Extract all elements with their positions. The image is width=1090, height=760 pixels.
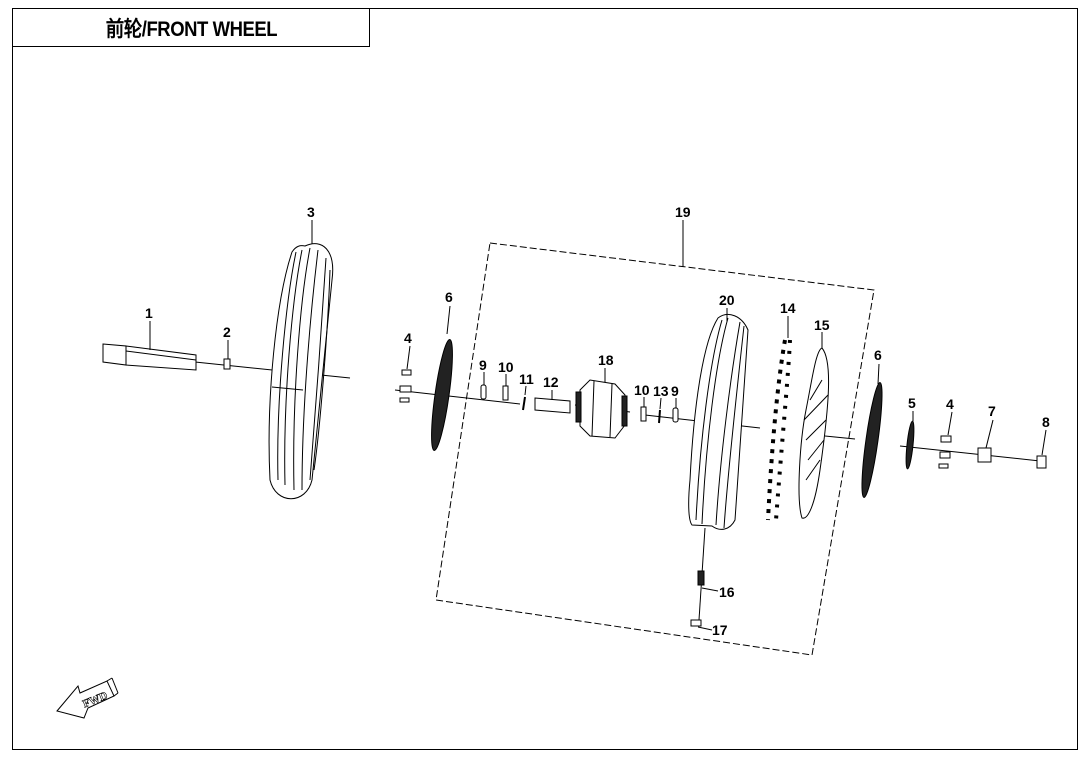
callout-13: 13 — [653, 383, 669, 399]
leader-11 — [524, 385, 527, 396]
callout-6-right: 6 — [874, 347, 882, 363]
part-6-brake-disc-right[interactable] — [858, 382, 886, 499]
callout-12: 12 — [543, 374, 559, 390]
fwd-arrow-icon: FWD — [56, 677, 119, 719]
part-15-spoke-set[interactable] — [798, 347, 830, 519]
part-9-seal-right[interactable] — [672, 407, 679, 423]
callout-11: 11 — [519, 371, 534, 387]
axis-line-right — [899, 445, 1041, 462]
leader-8 — [1041, 429, 1047, 456]
callout-4-left: 4 — [404, 330, 412, 346]
callout-1: 1 — [145, 305, 153, 321]
part-5-sensor-ring[interactable] — [905, 420, 916, 470]
leader-7 — [985, 419, 994, 449]
callout-3: 3 — [307, 204, 315, 220]
part-20-rim[interactable] — [688, 314, 749, 530]
leader-4-right — [947, 411, 953, 436]
callout-7: 7 — [988, 403, 996, 419]
part-9-seal-left[interactable] — [480, 384, 487, 400]
part-6-brake-disc-left[interactable] — [427, 339, 456, 452]
part-18-hub[interactable] — [575, 379, 628, 439]
page-title: 前轮/FRONT WHEEL — [105, 17, 277, 41]
axis-line-sprocket — [824, 435, 856, 440]
leader-6-right — [877, 363, 880, 385]
part-14-spokes[interactable] — [766, 339, 792, 521]
drawing-frame — [12, 8, 1078, 750]
part-11-circlip[interactable] — [522, 396, 526, 411]
callout-16: 16 — [719, 584, 735, 600]
leader-4-left — [406, 345, 411, 370]
callout-10-left: 10 — [498, 359, 514, 375]
part-7-collar[interactable] — [977, 447, 992, 463]
callout-15: 15 — [814, 317, 830, 333]
callout-10-right: 10 — [634, 382, 650, 398]
callout-18: 18 — [598, 352, 614, 368]
part-1-axle[interactable] — [102, 343, 197, 371]
title-box: 前轮/FRONT WHEEL — [12, 8, 370, 47]
callout-14: 14 — [780, 300, 796, 316]
part-13-circlip[interactable] — [658, 409, 661, 424]
callout-5: 5 — [908, 395, 916, 411]
callout-20: 20 — [719, 292, 735, 308]
part-10-bearing-left[interactable] — [502, 385, 509, 401]
callout-8: 8 — [1042, 414, 1050, 430]
leader-17 — [697, 626, 713, 631]
part-3-tire[interactable] — [268, 243, 334, 500]
leader-13 — [659, 397, 662, 410]
callout-19: 19 — [675, 204, 691, 220]
callout-2: 2 — [223, 324, 231, 340]
callout-6-left: 6 — [445, 289, 453, 305]
axis-line-mid — [394, 389, 521, 405]
part-4-bolts-right[interactable] — [938, 435, 952, 469]
part-10-bearing-right[interactable] — [640, 406, 647, 422]
callout-17: 17 — [712, 622, 728, 638]
part-16-valve[interactable] — [697, 570, 705, 586]
part-4-bolts-left[interactable] — [399, 369, 412, 403]
leader-6-left — [446, 305, 451, 335]
part-8-axle-nut[interactable] — [1036, 455, 1047, 469]
part-2-spacer[interactable] — [223, 358, 231, 370]
callout-4-right: 4 — [946, 396, 954, 412]
part-17-valve-cap[interactable] — [690, 619, 702, 627]
part-12-spacer-tube[interactable] — [534, 397, 571, 414]
callout-9-right: 9 — [671, 383, 679, 399]
callout-9-left: 9 — [479, 357, 487, 373]
leader-16 — [701, 587, 719, 592]
